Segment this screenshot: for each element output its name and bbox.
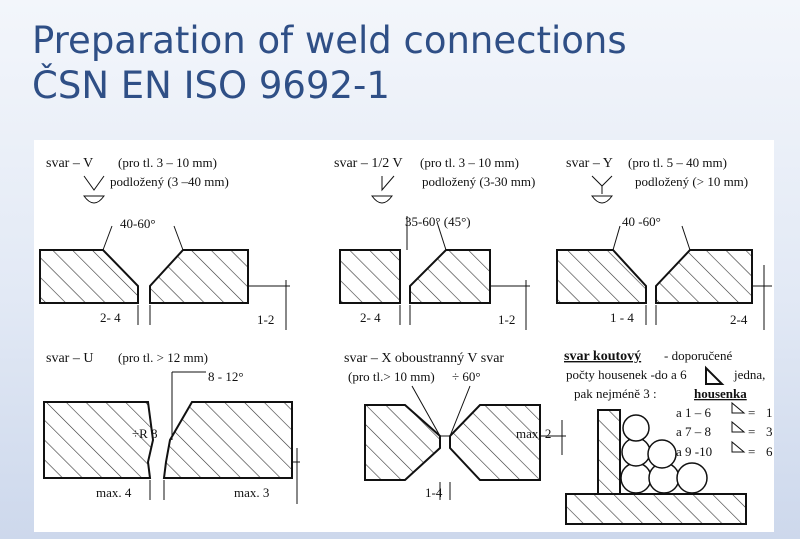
fillet-row-3-count: 6: [766, 444, 773, 459]
x-weld-range: (pro tl.> 10 mm): [348, 369, 435, 384]
u-weld-right-plate: [162, 401, 293, 479]
fillet-row-3-range: a 9 -10: [676, 444, 712, 459]
svg-text:=: =: [748, 405, 755, 420]
fillet-symbol-1: [705, 365, 725, 385]
fillet-symbol-row-1: [731, 401, 746, 414]
half-v-left-plate: [339, 249, 401, 304]
y-weld-gap: 1 - 4: [610, 310, 634, 325]
half-v-weld-symbol: [371, 175, 395, 204]
u-weld-figure: svar – U (pro tl. > 12 mm) 8 - 12° ÷R 8 …: [43, 350, 300, 504]
y-weld-figure: svar – Y (pro tl. 5 – 40 mm) podložený (…: [556, 155, 772, 330]
half-v-weld-angle: 35-60° (45°): [405, 214, 471, 229]
fillet-row-2: a 7 – 8 = 3: [676, 420, 773, 439]
u-weld-range: (pro tl. > 12 mm): [118, 350, 208, 365]
svg-text:=: =: [748, 444, 755, 459]
half-v-weld-range: (pro tl. 3 – 10 mm): [420, 155, 519, 170]
slide-title: Preparation of weld connections ČSN EN I…: [32, 18, 627, 108]
half-v-weld-backed: podložený (3-30 mm): [422, 174, 535, 189]
fillet-row-1-range: a 1 – 6: [676, 405, 712, 420]
half-v-right-plate: [409, 249, 491, 304]
v-weld-gap: 2- 4: [100, 310, 121, 325]
x-weld-right-plate: [449, 404, 541, 481]
fillet-row-1-count: 1: [766, 405, 773, 420]
v-weld-figure: svar – V (pro tl. 3 – 10 mm) podložený (…: [39, 155, 290, 330]
half-v-weld-label: svar – 1/2 V: [334, 156, 403, 171]
fillet-weld-line-2b: jedna,: [733, 367, 765, 382]
fillet-weld-line-3: pak nejméně 3 :: [574, 386, 657, 401]
svg-text:=: =: [748, 424, 755, 439]
y-weld-backed: podložený (> 10 mm): [635, 174, 748, 189]
fillet-base-plate: [565, 493, 747, 525]
title-line-1: Preparation of weld connections: [32, 19, 627, 62]
bead: [620, 462, 652, 494]
fillet-symbol-row-3: [731, 440, 746, 453]
bead: [622, 414, 650, 442]
fillet-row-2-range: a 7 – 8: [676, 424, 711, 439]
x-weld-root: max. 2: [516, 426, 551, 441]
bead: [647, 439, 677, 469]
fillet-weld-recommended: - doporučené: [664, 348, 732, 363]
fillet-symbol-row-2: [731, 420, 746, 433]
fillet-weld-figure: svar koutový - doporučené počty housenek…: [564, 348, 773, 525]
bead: [621, 437, 651, 467]
half-v-weld-gap: 2- 4: [360, 310, 381, 325]
fillet-weld-title: svar koutový: [564, 349, 641, 364]
y-weld-symbol: [591, 175, 613, 204]
fillet-weld-line-2a: počty housenek -do a 6: [566, 367, 687, 382]
v-weld-backed: podložený (3 –40 mm): [110, 174, 229, 189]
bead: [676, 462, 708, 494]
v-weld-symbol: [83, 175, 105, 204]
y-weld-label: svar – Y: [566, 156, 613, 171]
fillet-row-3: a 9 -10 = 6: [676, 440, 773, 459]
v-weld-right-plate: [149, 249, 249, 304]
u-weld-left-plate: [43, 401, 155, 479]
title-line-2: ČSN EN ISO 9692-1: [32, 64, 390, 107]
v-weld-label: svar – V: [46, 156, 93, 171]
v-weld-left-plate: [39, 249, 139, 304]
v-weld-root: 1-2: [257, 312, 274, 327]
u-weld-root: max. 3: [234, 485, 269, 500]
y-weld-root: 2-4: [730, 312, 748, 327]
weld-beads: [620, 414, 708, 494]
y-weld-left-plate: [556, 249, 647, 304]
y-weld-right-plate: [655, 249, 753, 304]
y-weld-range: (pro tl. 5 – 40 mm): [628, 155, 727, 170]
v-weld-range: (pro tl. 3 – 10 mm): [118, 155, 217, 170]
x-weld-gap: 1-4: [425, 485, 443, 500]
x-weld-figure: svar – X oboustranný V svar (pro tl.> 10…: [344, 351, 566, 500]
u-weld-angle: 8 - 12°: [208, 369, 244, 384]
u-weld-gap: max. 4: [96, 485, 132, 500]
x-weld-left-plate: [364, 404, 441, 481]
x-weld-angle: ÷ 60°: [452, 369, 481, 384]
half-v-weld-figure: svar – 1/2 V (pro tl. 3 – 10 mm) podlože…: [334, 155, 535, 330]
u-weld-label: svar – U: [46, 351, 93, 366]
fillet-row-1: a 1 – 6 = 1: [676, 401, 773, 420]
x-weld-label: svar – X oboustranný V svar: [344, 351, 504, 366]
fillet-row-2-count: 3: [766, 424, 773, 439]
u-weld-radius: ÷R 8: [132, 426, 158, 441]
half-v-weld-root: 1-2: [498, 312, 515, 327]
bead-label: housenka: [694, 386, 747, 401]
v-weld-angle: 40-60°: [120, 216, 156, 231]
y-weld-angle: 40 -60°: [622, 214, 661, 229]
fillet-vertical-plate: [597, 409, 621, 495]
